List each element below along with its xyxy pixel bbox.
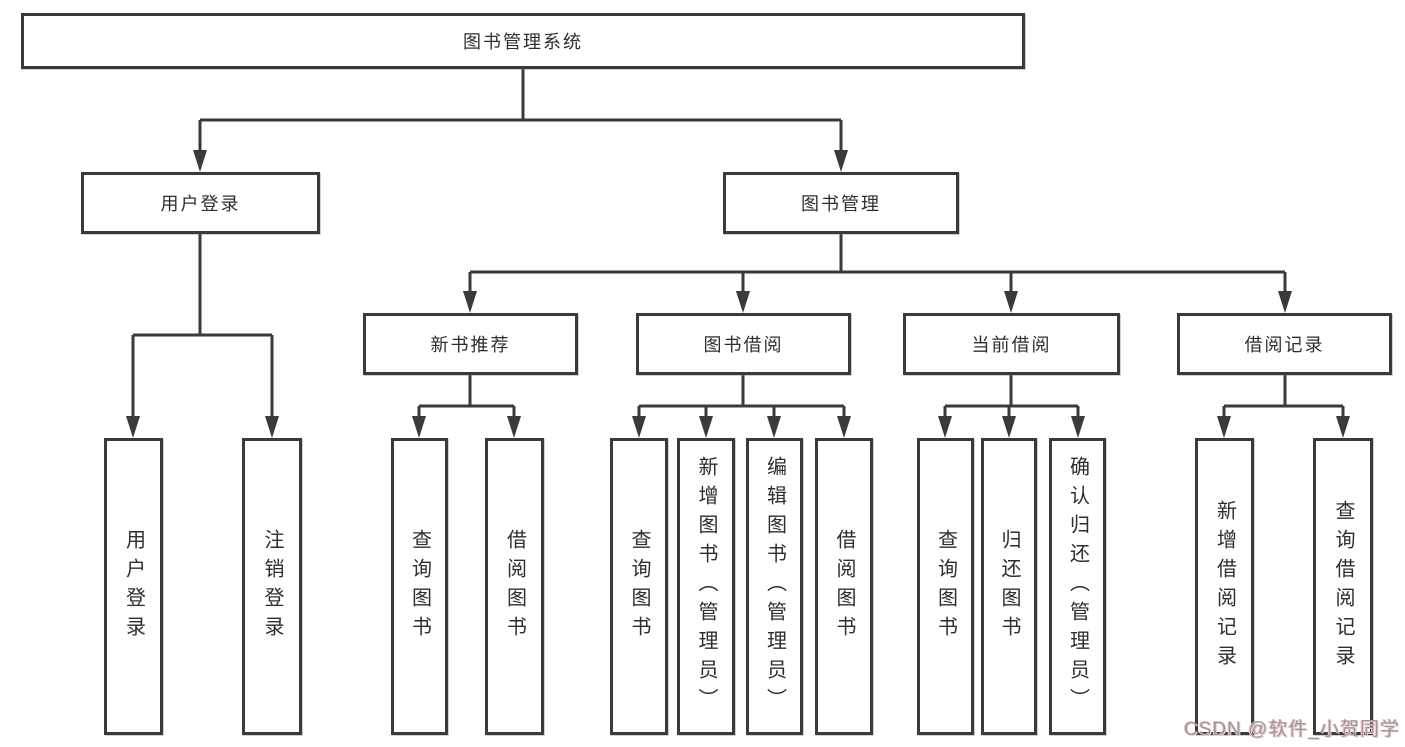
- node-label: 借阅图书: [833, 528, 855, 645]
- arrowhead-icons: [126, 150, 1350, 438]
- node-label: 当前借阅: [971, 335, 1052, 355]
- node-book-borrowing: 图书借阅: [636, 313, 851, 375]
- leaf-return-book: 归还图书: [981, 438, 1037, 735]
- node-label: 确认归还（管理员）: [1066, 456, 1089, 717]
- node-label: 新增图书（管理员）: [695, 456, 717, 717]
- node-new-book-recommend: 新书推荐: [363, 313, 578, 375]
- leaf-borrow-books-borrowing: 借阅图书: [815, 438, 873, 735]
- node-root-library-system: 图书管理系统: [21, 13, 1025, 69]
- node-label: 归还图书: [998, 528, 1020, 645]
- leaf-edit-book-admin: 编辑图书（管理员）: [746, 438, 803, 735]
- leaf-query-books-recommend: 查询图书: [391, 438, 448, 735]
- node-label: 图书管理: [801, 194, 881, 214]
- node-label: 用户登录: [122, 528, 145, 645]
- leaf-user-login: 用户登录: [104, 438, 163, 735]
- node-user-login: 用户登录: [81, 172, 320, 234]
- node-label: 查询图书: [628, 528, 650, 645]
- node-label: 新增借阅记录: [1213, 499, 1236, 674]
- connector-elbows: [131, 69, 1345, 418]
- leaf-query-borrow-record: 查询借阅记录: [1313, 438, 1373, 735]
- leaf-add-borrow-record: 新增借阅记录: [1195, 438, 1254, 735]
- leaf-logout: 注销登录: [242, 438, 302, 735]
- node-label: 借阅记录: [1244, 335, 1325, 355]
- node-label: 新书推荐: [430, 335, 511, 355]
- node-current-borrowing: 当前借阅: [903, 313, 1120, 375]
- leaf-add-book-admin: 新增图书（管理员）: [677, 438, 735, 735]
- node-label: 查询借阅记录: [1332, 499, 1354, 674]
- node-label: 编辑图书（管理员）: [763, 456, 786, 717]
- node-borrow-records: 借阅记录: [1177, 313, 1392, 375]
- node-label: 图书管理系统: [463, 32, 583, 52]
- node-label: 借阅图书: [503, 528, 526, 645]
- leaf-query-books-borrowing: 查询图书: [610, 438, 668, 735]
- node-label: 用户登录: [160, 194, 241, 214]
- leaf-borrow-books-recommend: 借阅图书: [485, 438, 544, 735]
- node-label: 查询图书: [934, 528, 957, 645]
- leaf-confirm-return-admin: 确认归还（管理员）: [1049, 438, 1106, 735]
- node-label: 图书借阅: [703, 335, 784, 355]
- node-book-management: 图书管理: [723, 172, 959, 234]
- csdn-watermark: CSDN @软件_小贺同学: [1184, 719, 1400, 740]
- node-label: 查询图书: [408, 528, 431, 645]
- node-label: 注销登录: [261, 528, 283, 645]
- leaf-query-books-current: 查询图书: [917, 438, 974, 735]
